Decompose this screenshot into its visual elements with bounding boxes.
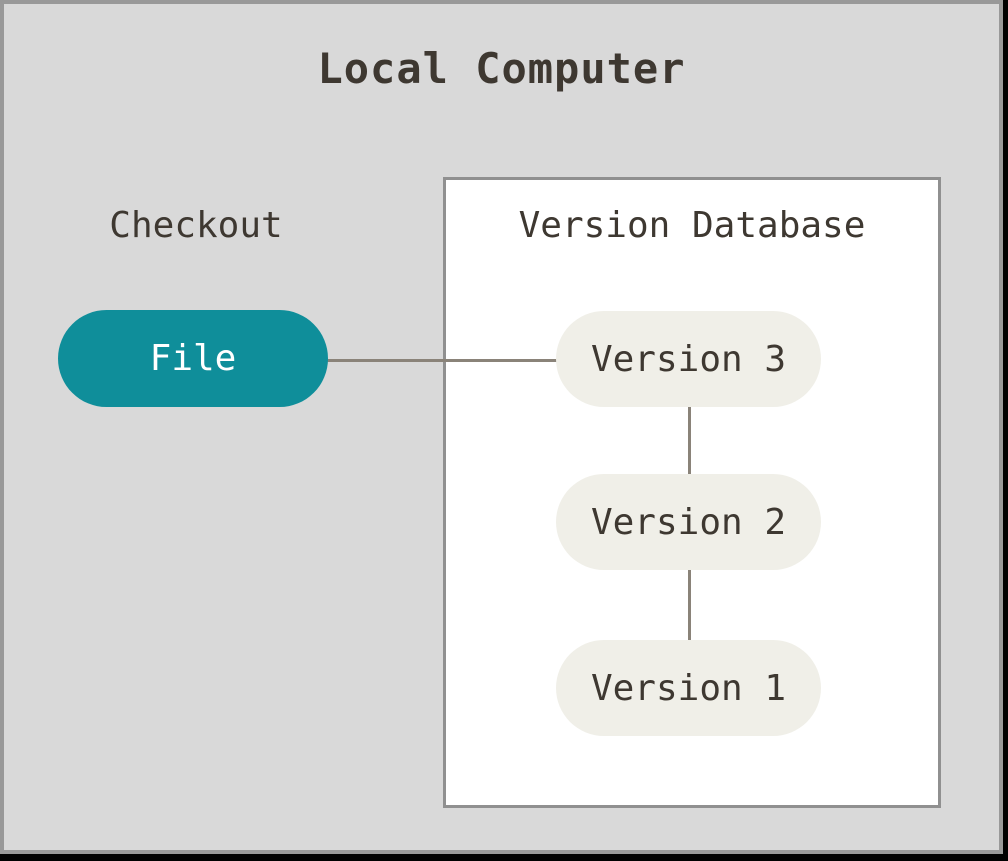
diagram-title: Local Computer: [317, 44, 686, 93]
version1-node: Version 1: [556, 640, 821, 736]
connector-version3-to-version2: [688, 406, 691, 476]
connector-file-to-version3: [326, 359, 559, 362]
connector-version2-to-version1: [688, 569, 691, 642]
version2-node: Version 2: [556, 474, 821, 570]
file-node: File: [58, 310, 328, 407]
version3-node-label: Version 3: [590, 338, 787, 380]
version-database-title: Version Database: [518, 205, 866, 246]
version2-node-label: Version 2: [590, 501, 787, 543]
version1-node-label: Version 1: [590, 667, 787, 709]
version3-node: Version 3: [556, 311, 821, 407]
file-node-label: File: [149, 338, 237, 379]
checkout-label: Checkout: [109, 205, 283, 246]
